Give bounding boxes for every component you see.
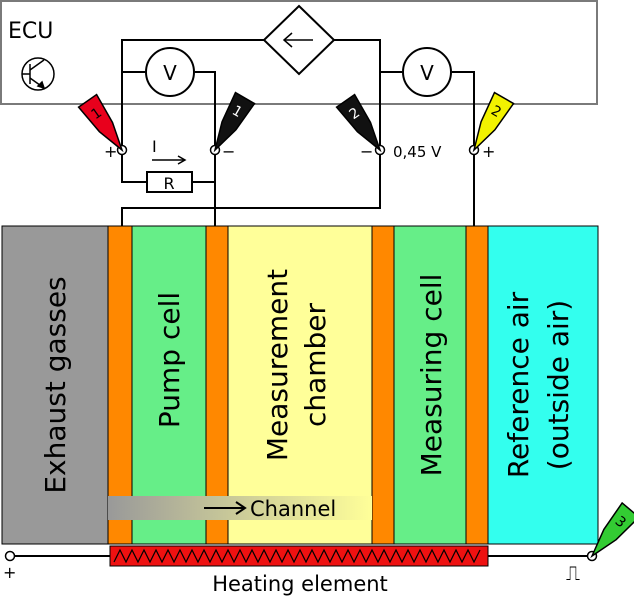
probe-black-2: 2 (335, 93, 382, 153)
layer-measuring-cell (393, 225, 467, 545)
heating-element (109, 545, 489, 567)
label-measurement: Measurement (261, 269, 294, 461)
terminal-2-polarity: − (222, 142, 235, 161)
terminal-4-polarity: + (482, 142, 495, 161)
circuit-wires (121, 39, 475, 226)
voltmeter-right: V (402, 47, 452, 97)
probe-green-3: 3 (590, 501, 634, 559)
reference-voltage-label: 0,45 V (393, 143, 442, 161)
terminal-3-polarity: − (360, 142, 373, 161)
heating-coil-icon (113, 548, 481, 564)
electrode-1 (107, 225, 133, 545)
electrode-3 (371, 225, 395, 545)
current-label: I (152, 137, 157, 156)
channel-arrow-icon (204, 501, 247, 515)
voltmeter-left: V (145, 47, 195, 97)
layer-reference-air (487, 225, 599, 545)
resistor (146, 171, 193, 193)
label-measuring-cell: Measuring cell (415, 274, 448, 477)
voltmeter-right-label: V (420, 61, 434, 85)
layer-exhaust-gasses (1, 225, 109, 545)
ecu-label: ECU (8, 19, 53, 44)
current-source-diamond (262, 4, 336, 76)
heater-plus-label: + (3, 563, 16, 582)
pulse-signal-icon: ⎍ (566, 561, 580, 585)
label-exhaust-gasses: Exhaust gasses (39, 276, 72, 493)
electrode-4 (465, 225, 489, 545)
label-reference-air: Reference air (502, 291, 535, 478)
resistor-label: R (163, 174, 174, 193)
heating-element-label: Heating element (212, 572, 388, 596)
layer-pump-cell (131, 225, 207, 545)
probe-black-1: 1 (213, 91, 256, 153)
label-chamber: chamber (299, 302, 332, 427)
probe-yellow-2: 2 (472, 91, 515, 153)
channel-label: Channel (250, 497, 336, 521)
probe-red-1: 1 (77, 93, 124, 153)
heater-terminal-left (4, 550, 16, 562)
voltmeter-left-label: V (163, 61, 177, 85)
transistor-icon (21, 57, 55, 91)
label-pump-cell: Pump cell (153, 292, 186, 428)
terminal-1-polarity: + (104, 142, 117, 161)
label-outside-air: (outside air) (542, 300, 575, 470)
layer-measurement-chamber (227, 225, 373, 545)
current-arrow-icon (152, 155, 187, 165)
